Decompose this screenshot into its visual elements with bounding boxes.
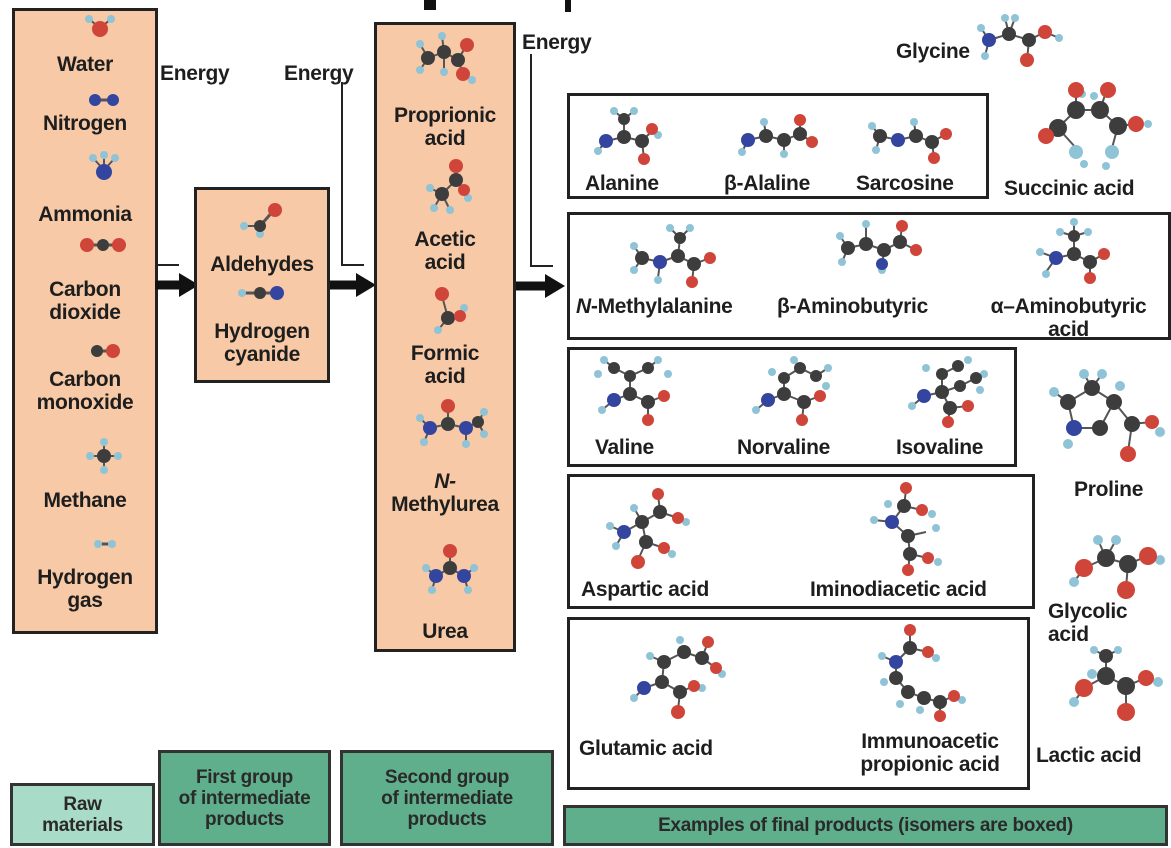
raw-materials-box bbox=[12, 8, 158, 634]
norvaline-molecule-icon bbox=[752, 356, 832, 426]
final-label-immunoacetic: Immunoacetic propionic acid bbox=[860, 730, 1000, 776]
methane-molecule-icon bbox=[86, 438, 122, 474]
final-label-proline: Proline bbox=[1074, 478, 1144, 501]
top-mark-right bbox=[565, 0, 571, 12]
raw-label-methane: Methane bbox=[43, 489, 127, 512]
final-label-succinic: Succinic acid bbox=[1004, 177, 1135, 200]
alanine-molecule-icon bbox=[594, 107, 662, 165]
isomer-box-row3 bbox=[567, 347, 1017, 467]
proprionic-acid-molecule-icon bbox=[416, 32, 476, 84]
final-label-aspartic: Aspartic acid bbox=[581, 578, 709, 601]
raw-label-water: Water bbox=[56, 53, 114, 76]
beta-aminobutyric-molecule-icon bbox=[836, 220, 922, 274]
iminodiacetic-acid-molecule-icon bbox=[870, 482, 942, 576]
final-label-n-methylalanine: N-Methylalanine bbox=[576, 295, 733, 318]
energy-arrow-3 bbox=[515, 54, 565, 298]
succinic-acid-molecule-icon bbox=[1038, 82, 1152, 170]
urea-molecule-icon bbox=[422, 544, 478, 594]
acetic-acid-molecule-icon bbox=[426, 159, 472, 214]
final-label-sarcosine: Sarcosine bbox=[856, 172, 954, 195]
raw-label-ammonia: Ammonia bbox=[38, 203, 132, 226]
final-label-iminodiacetic: Iminodiacetic acid bbox=[810, 578, 987, 601]
raw-label-nitrogen: Nitrogen bbox=[43, 112, 127, 135]
top-mark-left bbox=[424, 0, 436, 10]
proline-molecule-icon bbox=[1049, 369, 1165, 462]
second-label-formic: Formic acid bbox=[410, 342, 480, 388]
immunoacetic-propionic-acid-molecule-icon bbox=[878, 624, 966, 722]
glycine-molecule-icon bbox=[977, 14, 1063, 67]
energy-label-2: Energy bbox=[284, 62, 354, 85]
legend-first-group: First group of intermediate products bbox=[158, 750, 331, 846]
final-label-glycine: Glycine bbox=[896, 40, 970, 63]
final-label-lactic: Lactic acid bbox=[1036, 744, 1142, 767]
hydrogen-cyanide-molecule-icon bbox=[238, 286, 284, 300]
aspartic-acid-molecule-icon bbox=[606, 488, 690, 569]
second-group-box bbox=[374, 22, 516, 652]
n-methylalanine-molecule-icon bbox=[630, 224, 716, 288]
energy-arrow-2 bbox=[330, 82, 376, 297]
valine-molecule-icon bbox=[594, 356, 672, 426]
alpha-aminobutyric-molecule-icon bbox=[1036, 218, 1110, 284]
final-label-valine: Valine bbox=[595, 436, 654, 459]
second-label-urea: Urea bbox=[422, 620, 468, 643]
final-label-alpha-aminobutyric: α–Aminobutyric acid bbox=[990, 295, 1147, 341]
lactic-acid-molecule-icon bbox=[1069, 646, 1163, 721]
beta-alaline-molecule-icon bbox=[738, 114, 818, 158]
ammonia-molecule-icon bbox=[89, 151, 119, 180]
raw-label-hydrogen: Hydrogen gas bbox=[37, 566, 133, 612]
energy-label-3: Energy bbox=[522, 31, 592, 54]
energy-arrow-1 bbox=[155, 82, 199, 297]
carbon-monoxide-molecule-icon bbox=[91, 344, 120, 358]
methylurea-molecule-icon bbox=[416, 399, 488, 448]
isovaline-molecule-icon bbox=[908, 356, 988, 428]
legend-final-products: Examples of final products (isomers are … bbox=[563, 805, 1168, 846]
nitrogen-molecule-icon bbox=[89, 94, 119, 106]
final-label-alanine: Alanine bbox=[585, 172, 659, 195]
first-label-hydrogen-cyanide: Hydrogen cyanide bbox=[214, 320, 310, 366]
sarcosine-molecule-icon bbox=[868, 118, 952, 164]
energy-label-1: Energy bbox=[160, 62, 230, 85]
second-label-proprionic: Proprionic acid bbox=[393, 104, 496, 150]
glutamic-acid-molecule-icon bbox=[630, 636, 726, 719]
final-label-glutamic: Glutamic acid bbox=[579, 737, 713, 760]
first-label-aldehydes: Aldehydes bbox=[210, 253, 314, 276]
final-label-beta-alaline: β-Alaline bbox=[724, 172, 810, 195]
final-label-isovaline: Isovaline bbox=[896, 436, 984, 459]
formic-acid-molecule-icon bbox=[434, 287, 468, 334]
raw-label-carbon-monoxide: Carbon monoxide bbox=[36, 368, 134, 414]
carbon-dioxide-molecule-icon bbox=[80, 238, 126, 252]
legend-raw-materials: Raw materials bbox=[10, 783, 155, 846]
isomer-box-row5 bbox=[567, 617, 1030, 790]
final-label-beta-aminobutyric: β-Aminobutyric bbox=[777, 295, 928, 318]
second-label-methylurea: N-Methylurea bbox=[391, 470, 499, 516]
aldehyde-molecule-icon bbox=[240, 203, 282, 238]
final-label-glycolic: Glycolic acid bbox=[1048, 600, 1128, 646]
hydrogen-molecule-icon bbox=[94, 540, 116, 548]
water-molecule-icon bbox=[85, 15, 115, 37]
second-label-acetic: Acetic acid bbox=[414, 228, 476, 274]
glycolic-acid-molecule-icon bbox=[1069, 535, 1165, 599]
first-group-box bbox=[194, 187, 330, 383]
legend-second-group: Second group of intermediate products bbox=[340, 750, 554, 846]
final-label-norvaline: Norvaline bbox=[737, 436, 830, 459]
raw-label-carbon-dioxide: Carbon dioxide bbox=[49, 278, 121, 324]
